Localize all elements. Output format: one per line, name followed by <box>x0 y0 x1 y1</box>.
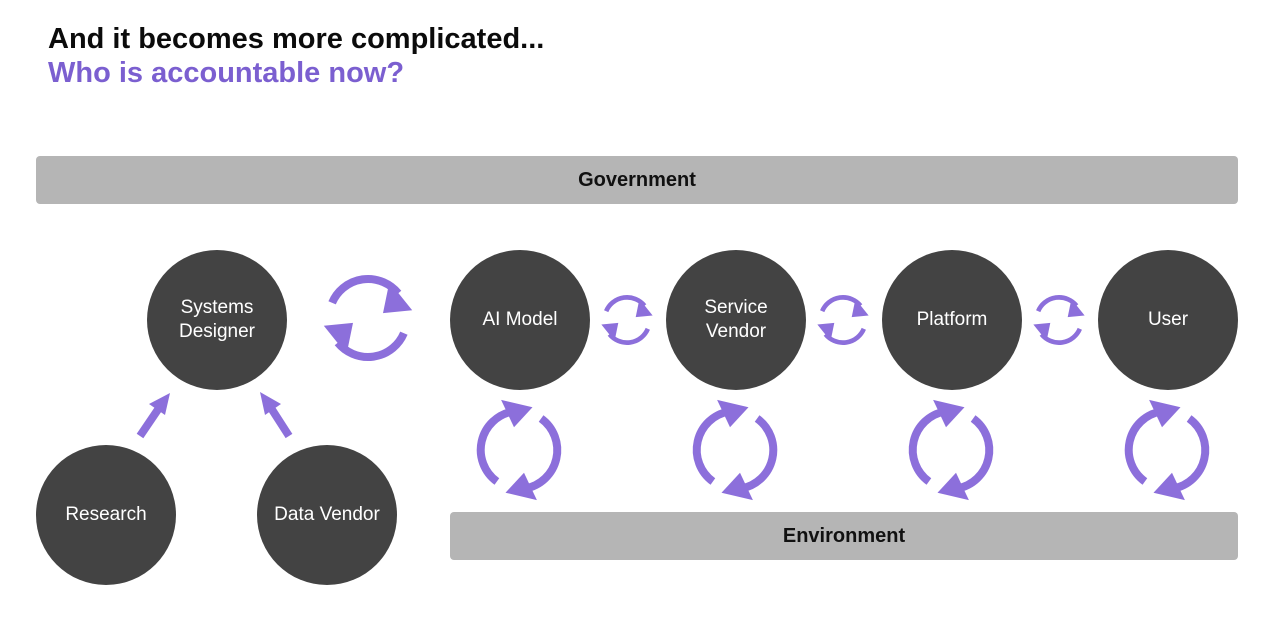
slide-subtitle: Who is accountable now? <box>48 57 405 89</box>
ai-model-label: AI Model <box>482 309 558 330</box>
model-vendor-cycle-icon <box>601 297 652 342</box>
data-vendor-node: Data Vendor <box>257 445 397 585</box>
service-vendor-node: Service Vendor <box>666 250 806 390</box>
platform-label: Platform <box>916 309 988 330</box>
government-label: Government <box>578 168 696 191</box>
platform-environment-cycle-icon <box>913 400 990 500</box>
platform-user-cycle-icon <box>1033 297 1084 342</box>
user-label: User <box>1147 309 1189 330</box>
user-node: User <box>1098 250 1238 390</box>
platform-node: Platform <box>882 250 1022 390</box>
government-bar: Government <box>36 156 1238 204</box>
vendor-platform-cycle-icon <box>817 297 868 342</box>
systems-designer-label: Systems Designer <box>178 297 256 342</box>
datavendor-to-designer-arrow-icon <box>260 392 293 439</box>
research-label: Research <box>65 504 147 525</box>
model-environment-cycle-icon <box>481 400 558 500</box>
data-vendor-label: Data Vendor <box>274 504 380 525</box>
environment-bar: Environment <box>450 512 1238 560</box>
user-environment-cycle-icon <box>1129 400 1206 500</box>
research-node: Research <box>36 445 176 585</box>
designer-model-cycle-icon <box>324 279 412 357</box>
slide-title: And it becomes more complicated... <box>48 23 545 55</box>
ai-model-node: AI Model <box>450 250 590 390</box>
research-to-designer-arrow-icon <box>136 393 170 439</box>
environment-label: Environment <box>782 524 906 547</box>
systems-designer-node: Systems Designer <box>147 250 287 390</box>
vendor-environment-cycle-icon <box>697 400 774 500</box>
service-vendor-label: Service Vendor <box>704 297 768 342</box>
